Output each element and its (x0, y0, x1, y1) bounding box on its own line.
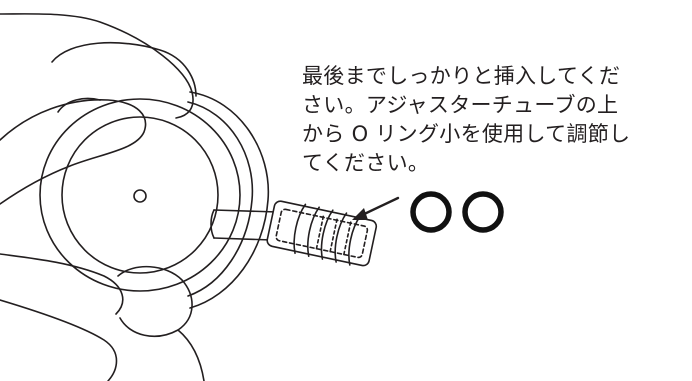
instruction-line: さい。アジャスターチューブの上 (302, 93, 619, 117)
chestpiece-rim-inner (187, 101, 254, 297)
o-ring-small-1 (410, 191, 452, 233)
chestpiece-rim (189, 91, 270, 309)
o-ring-band-dashed (315, 215, 352, 257)
o-ring-band-3 (320, 209, 334, 260)
adjuster-tube-inner (275, 208, 369, 259)
finger-outline-top (51, 41, 197, 97)
o-ring-small-2 (462, 191, 504, 233)
arrow-icon (352, 196, 400, 220)
finger-outline-lower (0, 253, 124, 315)
hand-outline-upper (0, 13, 194, 119)
instruction-text: 最後までしっかりと挿入してくだ さい。アジャスターチューブの上 から O リング… (302, 62, 687, 178)
o-ring-band-2 (307, 206, 320, 257)
palm-outline (177, 329, 205, 381)
thumb-outline (0, 99, 147, 205)
o-ring-icon (410, 191, 504, 233)
chestpiece-diaphragm (39, 98, 241, 292)
chestpiece-plate (61, 116, 219, 274)
chestpiece-center (133, 189, 147, 203)
chestpiece-stem-body (210, 209, 215, 239)
chestpiece-stem (213, 209, 279, 241)
instruction-line: 最後までしっかりと挿入してくだ (302, 64, 621, 88)
instruction-line: てください。 (302, 151, 430, 175)
hand-outline-lower (0, 299, 118, 381)
instruction-line: から O リング小を使用して調節し (302, 122, 631, 146)
finger-outline-bottom (117, 265, 193, 338)
o-ring-band-4 (334, 212, 348, 263)
thumbnail-outline (57, 97, 101, 113)
o-ring-band-1 (293, 203, 307, 255)
